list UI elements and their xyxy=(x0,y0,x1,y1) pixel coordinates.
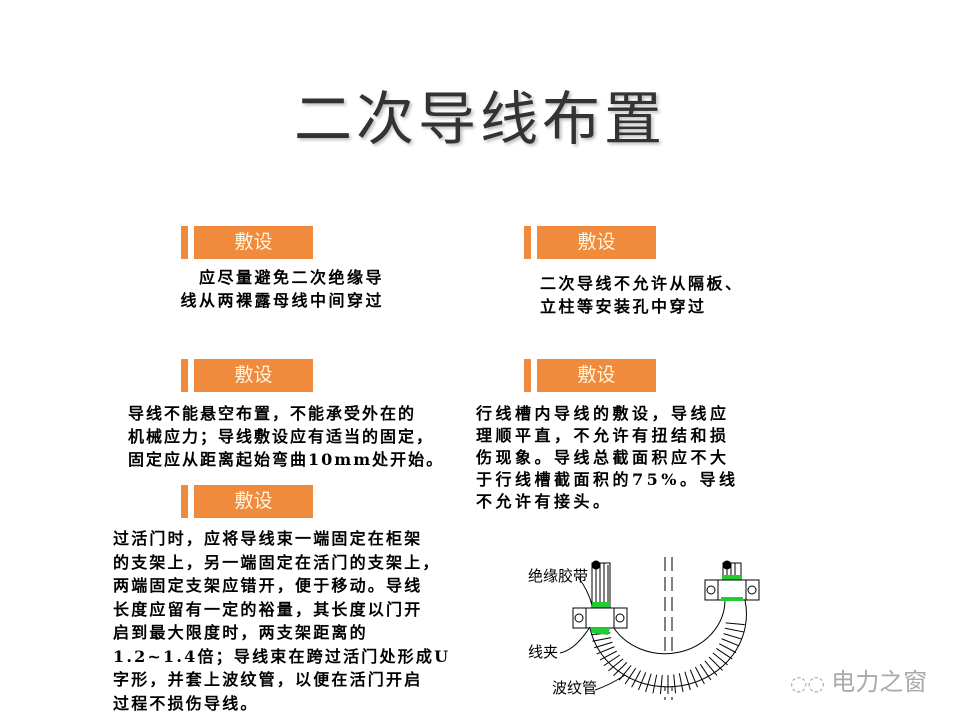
tube-rib xyxy=(694,666,705,685)
text-block-mid-right: 行线槽内导线的敷设，导线应 理顺平直，不允许有扭结和损 伤现象。导线总截面积应不… xyxy=(476,404,739,511)
tube-rib xyxy=(725,622,745,626)
accent-bar xyxy=(524,359,531,392)
tube-rib xyxy=(721,638,740,647)
text-block-mid-left: 导线不能悬空布置，不能承受外在的 机械应力；导线敷设应有适当的固定， 固定应从距… xyxy=(128,404,445,469)
tube-rib xyxy=(724,627,744,633)
tube-rib xyxy=(599,650,618,661)
tube-rib xyxy=(608,658,624,672)
tube-rib xyxy=(708,656,723,671)
tube-rib xyxy=(718,643,737,654)
tube-rib xyxy=(684,671,691,691)
tube-rib xyxy=(631,670,642,688)
tube-rib xyxy=(716,648,733,660)
tube-rib xyxy=(704,660,718,676)
tube-rib xyxy=(645,673,652,693)
tube-rib xyxy=(637,672,647,691)
section-label: 敷设 xyxy=(537,359,656,392)
section-label: 敷设 xyxy=(194,485,313,518)
label-corrugated-tube: 波纹管 xyxy=(552,679,597,697)
accent-bar xyxy=(181,485,188,518)
wechat-icon: ◌◌ xyxy=(790,671,832,695)
accent-bar xyxy=(181,226,188,259)
tube-rib xyxy=(603,654,620,667)
label-insulating-tape: 绝缘胶带 xyxy=(528,567,588,585)
tube-rib xyxy=(613,662,628,677)
tube-rib xyxy=(712,652,728,666)
tube-rib xyxy=(678,673,684,693)
section-label: 敷设 xyxy=(537,226,656,259)
label-wire-clamp: 线夹 xyxy=(528,643,558,661)
slide-title: 二次导线布置 xyxy=(293,85,666,153)
tube-rib xyxy=(723,633,742,640)
tube-rib xyxy=(594,641,613,649)
watermark-text: 电力之窗 xyxy=(831,668,928,696)
section-label: 敷设 xyxy=(194,226,313,259)
text-block-top-left: 应尽量避免二次绝缘导 线从两裸露母线中间穿过 xyxy=(180,268,384,310)
accent-bar xyxy=(181,359,188,392)
tube-rib xyxy=(592,637,612,642)
text-block-bottom-left: 过活门时，应将导线束一端固定在柜架 的支架上，另一端固定在活门的支架上， 两端固… xyxy=(113,529,451,713)
accent-bar xyxy=(524,226,531,259)
text-block-top-right: 二次导线不允许从隔板、 立柱等安装孔中穿过 xyxy=(540,274,744,316)
tube-rib xyxy=(673,674,677,694)
tube-rib xyxy=(652,674,658,694)
section-label: 敷设 xyxy=(194,359,313,392)
tube-rib xyxy=(624,667,637,685)
tube-rib xyxy=(689,669,699,688)
u-bend-wiring-diagram: 绝缘胶带 线夹 波纹管 xyxy=(528,557,760,700)
tube-rib xyxy=(596,646,615,655)
tube-rib xyxy=(659,675,663,695)
watermark: ◌◌ 电力之窗 xyxy=(790,662,927,697)
tube-rib xyxy=(699,663,712,681)
